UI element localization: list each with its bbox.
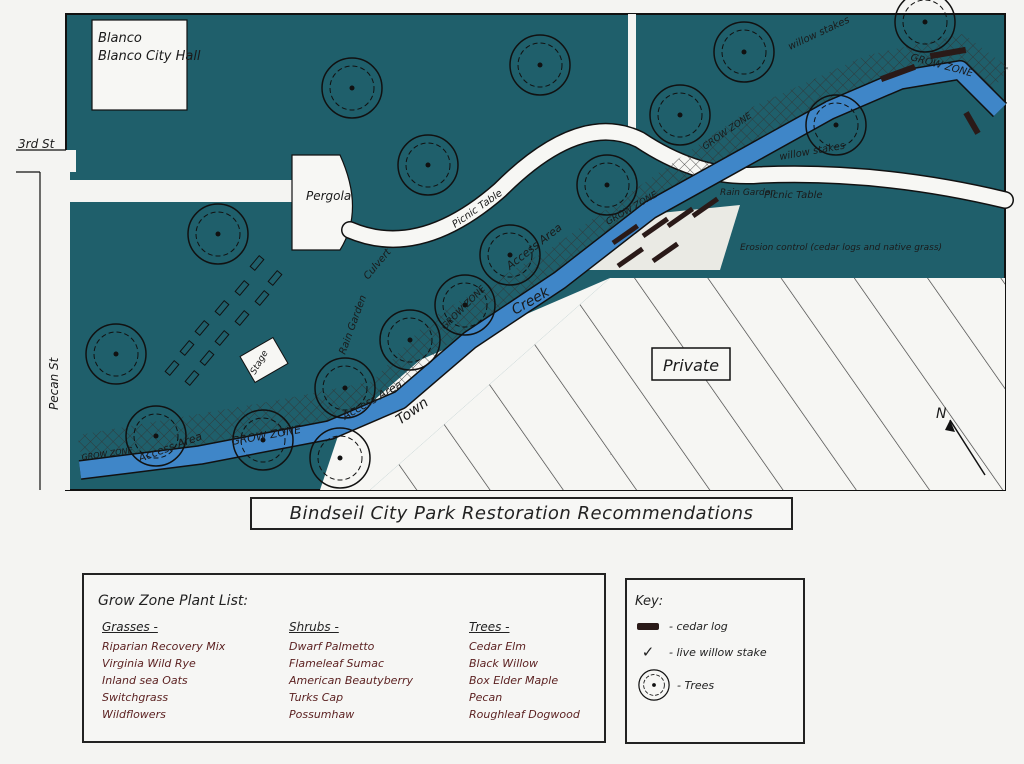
list-item: Flameleaf Sumac [289, 657, 384, 670]
list-item: Switchgrass [102, 691, 169, 704]
stage [239, 336, 289, 384]
key-willow-label: - live willow stake [669, 645, 767, 659]
list-item: Black Willow [469, 657, 539, 670]
list-item: Virginia Wild Rye [102, 657, 196, 670]
key-cedar-label: - cedar log [669, 620, 728, 633]
plant-list-title: Grow Zone Plant List: [98, 593, 249, 609]
street-pecan [16, 150, 40, 490]
key-row-willow: ✓ - live willow stake [637, 643, 767, 661]
list-item: Wildflowers [102, 708, 166, 721]
street-3rd-label: 3rd St [18, 137, 56, 151]
erosion-control-area [580, 205, 740, 270]
checkmark-icon: ✓ [641, 643, 655, 661]
creek [78, 61, 1007, 479]
city-hall-label: Blanco City Hall [98, 49, 201, 64]
plant-list-box: Grow Zone Plant List: Grasses - Riparian… [82, 573, 606, 743]
list-item: Box Elder Maple [469, 674, 559, 687]
column-heading: Shrubs - [289, 620, 339, 634]
list-item: Dwarf Palmetto [289, 640, 375, 653]
seating [164, 255, 283, 386]
key-title: Key: [635, 594, 664, 609]
cedar-log-icon [637, 623, 659, 630]
column-heading: Trees - [469, 620, 510, 634]
key-row-cedar: - cedar log [637, 620, 728, 633]
list-item: Inland sea Oats [102, 674, 188, 687]
list-item: Roughleaf Dogwood [469, 708, 580, 721]
picnic-table-label-2: Picnic Table [764, 190, 823, 201]
walking-path [342, 124, 1013, 247]
rain-garden-label-right: Rain Garden [720, 188, 776, 198]
cedar-logs [611, 46, 981, 269]
list-item: Possumhaw [289, 708, 355, 721]
north-arrow: N [936, 406, 986, 476]
plant-column-shrubs: Shrubs - Dwarf Palmetto Flameleaf Sumac … [289, 619, 413, 723]
street-pecan-label: Pecan St [47, 356, 61, 410]
key-row-trees: - Trees [637, 668, 714, 702]
north-label: N [936, 406, 947, 422]
plant-column-grasses: Grasses - Riparian Recovery Mix Virginia… [102, 619, 225, 723]
page-title: Bindseil City Park Restoration Recommend… [250, 497, 793, 530]
pergola [291, 154, 353, 251]
erosion-control-label: Erosion control (cedar logs and native g… [740, 243, 942, 253]
list-item: Pecan [469, 691, 503, 704]
list-item: American Beautyberry [289, 674, 413, 687]
map-key: Key: - cedar log ✓ - live willow stake -… [625, 578, 805, 744]
grow-zone-band [77, 33, 1009, 465]
column-heading: Grasses - [102, 620, 158, 634]
city-hall-block [91, 19, 188, 111]
list-item: Riparian Recovery Mix [102, 640, 226, 653]
list-item: Cedar Elm [469, 640, 526, 653]
city-hall-label-1: Blanco [98, 31, 142, 46]
key-trees-label: - Trees [677, 678, 715, 692]
pergola-label: Pergola [306, 189, 351, 203]
list-item: Turks Cap [289, 691, 344, 704]
park-map: Blanco Blanco City Hall 3rd St Pecan St … [16, 0, 1014, 491]
private-label-box: Private [651, 347, 731, 381]
private-label: Private [663, 356, 719, 375]
tree-icon [638, 669, 670, 701]
plant-column-trees: Trees - Cedar Elm Black Willow Box Elder… [469, 619, 580, 723]
